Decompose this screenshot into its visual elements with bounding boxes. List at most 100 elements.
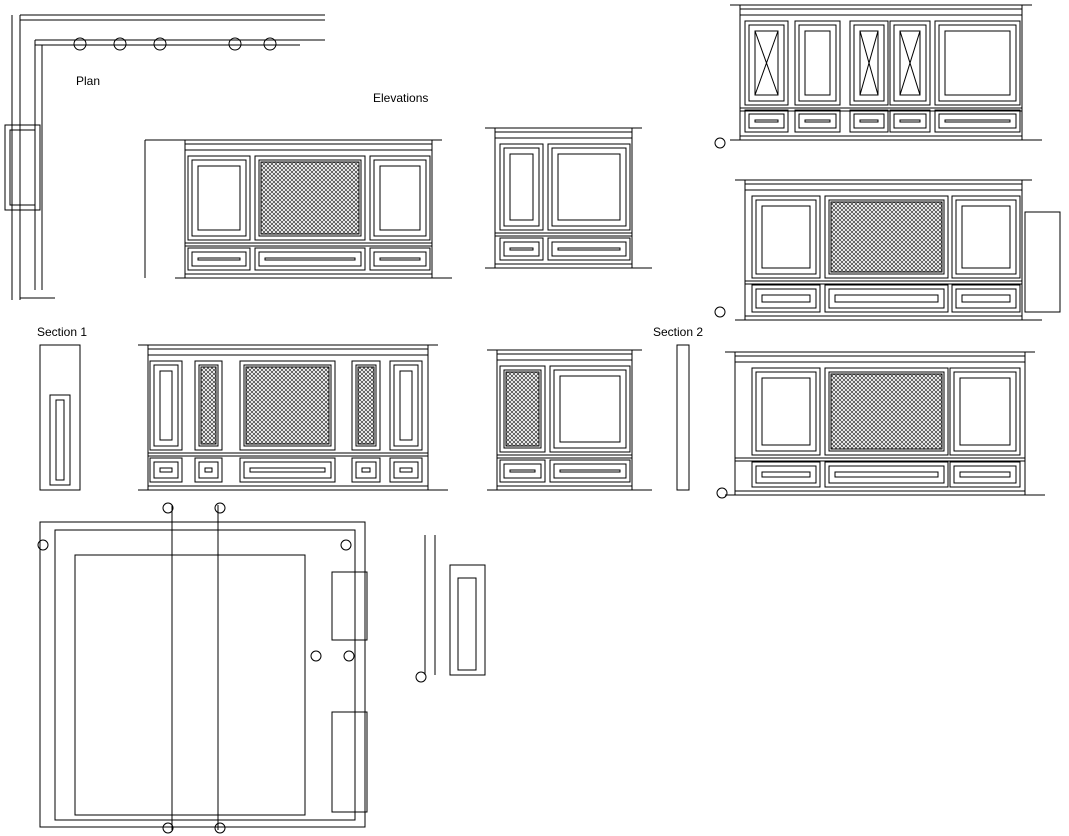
panel-frame (794, 109, 841, 133)
panel-inner (761, 471, 811, 478)
plan-column (228, 37, 242, 51)
panel-moulding (551, 147, 627, 227)
panel-inner (509, 153, 534, 221)
panel-frame (824, 284, 949, 313)
panel-frame (751, 284, 821, 313)
panel-inner (761, 377, 811, 446)
section-2-profile (676, 344, 690, 491)
small-section-inner (457, 577, 477, 671)
panel-moulding (553, 369, 627, 449)
panel-inner (361, 467, 371, 473)
panel-frame (194, 360, 223, 451)
panel-frame (547, 143, 631, 231)
panel-frame (149, 457, 183, 483)
panel-inner (859, 119, 879, 123)
panel-moulding (953, 465, 1017, 484)
panel-moulding (355, 364, 377, 447)
panel-moulding (198, 364, 219, 447)
section-marker-icon (415, 671, 427, 683)
panel-moulding (755, 465, 817, 484)
small-section (449, 564, 486, 676)
panel-frame (949, 367, 1021, 456)
panel-frame (547, 237, 631, 261)
panel-moulding (393, 364, 419, 447)
panel-moulding (553, 463, 627, 479)
panel-moulding (198, 461, 219, 479)
panel-frame (187, 155, 251, 241)
panel-inner (834, 471, 939, 478)
panel-moulding (191, 251, 247, 267)
section-1-label: Section 1 (37, 325, 88, 339)
panel-moulding (955, 199, 1017, 275)
panel-moulding (955, 288, 1017, 309)
panel-moulding (828, 288, 945, 309)
section-marker-icon (714, 137, 726, 149)
section-marker-icon (214, 822, 226, 834)
panel-moulding (953, 371, 1017, 452)
bottom-plan-window (331, 571, 368, 641)
section-marker-icon (162, 502, 174, 514)
panel-moulding (503, 147, 540, 227)
section-marker-icon (162, 822, 174, 834)
plan-column (113, 37, 127, 51)
panel-moulding (153, 364, 179, 447)
panel-cross (899, 30, 921, 96)
plan-window-inner (9, 129, 36, 206)
panel-frame (744, 20, 789, 106)
panel-inner (159, 467, 173, 473)
panel-frame (934, 20, 1021, 106)
panel-frame (889, 109, 931, 133)
section-marker-icon (716, 487, 728, 499)
panel-frame (751, 367, 821, 456)
panel-inner (249, 467, 326, 473)
panel-inner (961, 294, 1011, 303)
plan-column (73, 37, 87, 51)
panel-moulding (828, 371, 945, 452)
panel-inner (804, 30, 831, 96)
panel-inner (859, 30, 879, 96)
panel-frame (239, 457, 336, 483)
panel-moulding (503, 241, 540, 257)
plan-column (263, 37, 277, 51)
panel-inner (944, 30, 1011, 96)
panel-inner (264, 257, 356, 261)
panel-frame (194, 457, 223, 483)
panel-inner (959, 377, 1011, 446)
panel-frame (744, 109, 789, 133)
panel-frame (149, 360, 183, 451)
panel-frame (499, 237, 544, 261)
panel-moulding (828, 199, 945, 275)
hatched-panel (505, 371, 540, 447)
section-1-profile (39, 344, 81, 491)
panel-frame (951, 195, 1021, 279)
panel-frame (824, 461, 949, 488)
hatched-panel (245, 366, 330, 445)
section-marker-icon (343, 650, 355, 662)
panel-inner (557, 153, 621, 221)
hatched-panel (830, 373, 943, 450)
panel-moulding (853, 24, 885, 102)
panel-frame (369, 247, 431, 271)
hatched-panel (200, 366, 217, 445)
panel-frame (351, 457, 381, 483)
panel-frame (499, 459, 546, 483)
panel-moulding (373, 251, 427, 267)
panel-moulding (893, 24, 927, 102)
panel-frame (934, 109, 1021, 133)
section-marker-icon (214, 502, 226, 514)
panel-inner (754, 119, 779, 123)
panel-inner (197, 257, 241, 261)
bottom-plan-window (331, 711, 368, 813)
panel-frame (499, 365, 546, 453)
panel-inner (509, 469, 536, 473)
panel-cross (754, 30, 779, 96)
panel-frame (549, 365, 631, 453)
panel-inner (959, 471, 1011, 478)
panel-frame (254, 155, 366, 241)
bottom-plan-outline (39, 521, 366, 828)
panel-moulding (938, 113, 1017, 129)
hatched-panel (357, 366, 375, 445)
panel-frame (751, 461, 821, 488)
bottom-plan-ceiling (74, 554, 306, 816)
